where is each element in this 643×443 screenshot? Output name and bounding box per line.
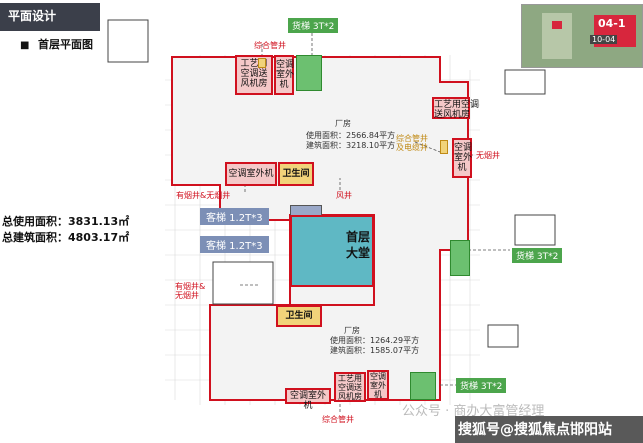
pipe-well-right-label: 综合管井 及电缆井: [396, 134, 428, 152]
factory-top-title: 厂房: [335, 119, 351, 128]
freight-elevator-top-label: 货梯 3T*2: [288, 18, 339, 33]
wind-well-label: 风井: [336, 191, 352, 200]
section-title: 平面设计: [0, 3, 100, 29]
bullet-icon: ■: [20, 40, 30, 51]
total-use-area: 总使用面积：3831.13㎡: [2, 215, 130, 228]
section-divider: [0, 29, 100, 31]
pipe-well-top-label: 综合管井: [254, 41, 286, 50]
ground-lobby: 首层 大堂: [290, 215, 374, 287]
pipe-well-right-box: [440, 140, 448, 154]
minimap: 04-1 10-04: [521, 4, 643, 68]
factory-top-use-area: 使用面积：2566.84平方: [306, 131, 396, 140]
restroom-bottom: 卫生间: [276, 305, 322, 327]
room-process-ac-top: 工艺用 空调送 风机房: [235, 55, 273, 95]
room-process-ac-right: 工艺用空调 送风机房: [432, 97, 479, 120]
page-subtitle: 首层平面图: [38, 38, 93, 51]
minimap-block: [542, 13, 572, 59]
minimap-code: 04-1: [598, 17, 626, 30]
room-ac-outdoor-right: 空调 室外 机: [452, 138, 472, 178]
room-ac-outdoor-left: 空调室外机: [225, 162, 277, 186]
smoke-well-left-label: 有烟井&无烟井: [176, 191, 231, 200]
factory-bottom-use-area: 使用面积：1264.29平方: [330, 336, 420, 345]
smoke-well-left2-label: 有烟井& 无烟井: [175, 282, 206, 300]
no-smoke-well-label: 无烟井: [476, 151, 500, 160]
room-ac-outdoor-bottom2: 空调 室外 机: [367, 370, 389, 400]
freight-elevator-top: [296, 55, 322, 91]
pipe-well-top-box: [258, 58, 266, 68]
factory-top-build-area: 建筑面积：3218.10平方: [306, 141, 396, 150]
total-build-area: 总建筑面积：4803.17㎡: [2, 231, 130, 244]
factory-bottom-build-area: 建筑面积：1585.07平方: [330, 346, 420, 355]
passenger-lift-label-2: 客梯 1.2T*3: [200, 236, 269, 253]
passenger-lift-label-1: 客梯 1.2T*3: [200, 208, 269, 225]
restroom-left: 卫生间: [278, 162, 314, 186]
room-process-ac-bottom: 工艺用 空调送 风机房: [334, 372, 366, 402]
room-ac-outdoor-top: 空调 室外 机: [274, 55, 294, 95]
room-ac-outdoor-bottom: 空调室外机: [285, 388, 331, 411]
freight-elevator-right-label: 货梯 3T*2: [512, 248, 563, 263]
footer-credit: 搜狐号@搜狐焦点邯阳站: [458, 422, 612, 438]
footer-band: [455, 416, 643, 443]
minimap-marker: [552, 21, 562, 29]
watermark: 公众号 · 商办大富管经理: [402, 404, 545, 419]
freight-elevator-bottom-label: 货梯 3T*2: [456, 378, 507, 393]
pipe-well-bottom-label: 综合管井: [322, 415, 354, 424]
freight-elevator-bottom: [410, 372, 436, 400]
factory-bottom-title: 厂房: [344, 326, 360, 335]
freight-elevator-right: [450, 240, 470, 276]
minimap-sub: 10-04: [590, 35, 618, 44]
